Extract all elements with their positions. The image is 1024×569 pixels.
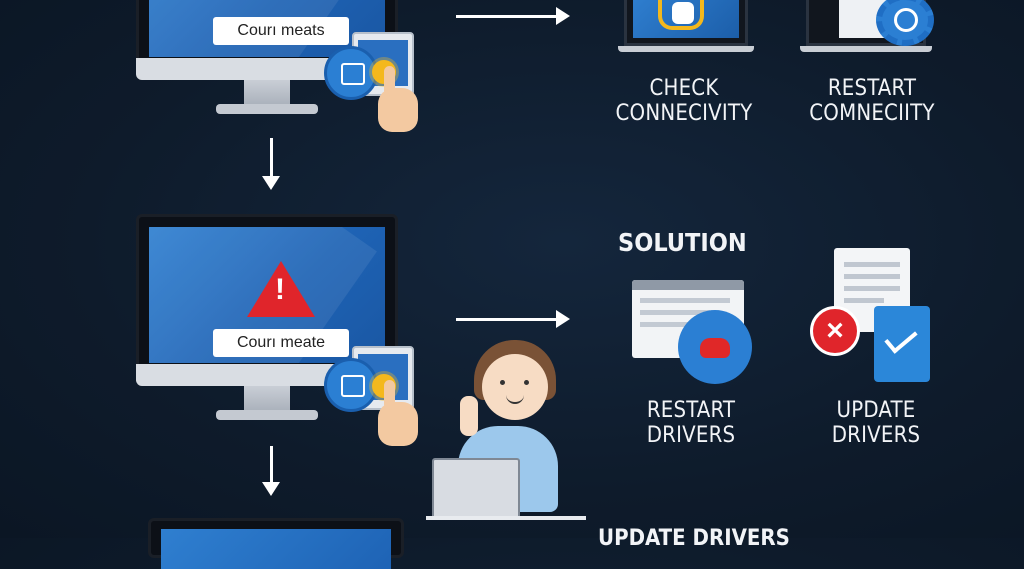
- arrow-down-1: [262, 138, 280, 190]
- label-restart-drivers: RESTART DRIVERS: [646, 398, 736, 448]
- label-line-2: COMNECIITY: [809, 101, 935, 126]
- error-message-box: Courı meats: [213, 17, 349, 45]
- error-x-icon: ×: [810, 306, 860, 356]
- monitor-neck: [244, 80, 290, 106]
- label-line-1: RESTART: [827, 76, 917, 101]
- person-laptop: [432, 458, 520, 520]
- app-badge-icon: [324, 46, 378, 100]
- pointing-hand-icon: [378, 66, 418, 132]
- laptop-deck: [426, 516, 586, 520]
- solution-heading: SOLUTION: [618, 228, 747, 257]
- bug-icon: [700, 338, 730, 358]
- person-avatar: [482, 354, 548, 420]
- monitor-screen: Courı meats: [149, 0, 385, 57]
- monitor-base: [216, 104, 318, 114]
- monitor-base: [216, 410, 318, 420]
- label-update-drivers: UPDATE DRIVERS: [831, 398, 921, 448]
- bottom-heading: UPDATE DRIVERS: [598, 526, 790, 551]
- label-check-connectivity: CHECK CONNECIVITY: [604, 76, 764, 126]
- monitor-neck: [244, 386, 290, 412]
- pointing-hand-icon: [378, 380, 418, 446]
- label-line-2: CONNECIVITY: [615, 101, 753, 126]
- tool-center-icon: [672, 2, 694, 24]
- arrow-right-middle: [456, 310, 570, 328]
- error-message-box: Courı meate: [213, 329, 349, 357]
- label-restart-connectivity: RESTART COMNECIITY: [792, 76, 952, 126]
- gear-icon: [876, 0, 934, 46]
- clipboard-icon: [874, 306, 930, 382]
- arrow-right-top: [456, 7, 570, 25]
- label-line-1: CHECK: [649, 76, 719, 101]
- warning-icon: !: [247, 261, 315, 317]
- monitor-bottom: [148, 518, 404, 569]
- arrow-down-2: [262, 446, 280, 496]
- monitor-screen: ! Courı meate: [149, 227, 385, 363]
- app-badge-icon: [324, 358, 378, 412]
- monitor-frame: ! Courı meate: [136, 214, 398, 386]
- raised-finger: [460, 396, 478, 436]
- tool-icon: [658, 0, 704, 30]
